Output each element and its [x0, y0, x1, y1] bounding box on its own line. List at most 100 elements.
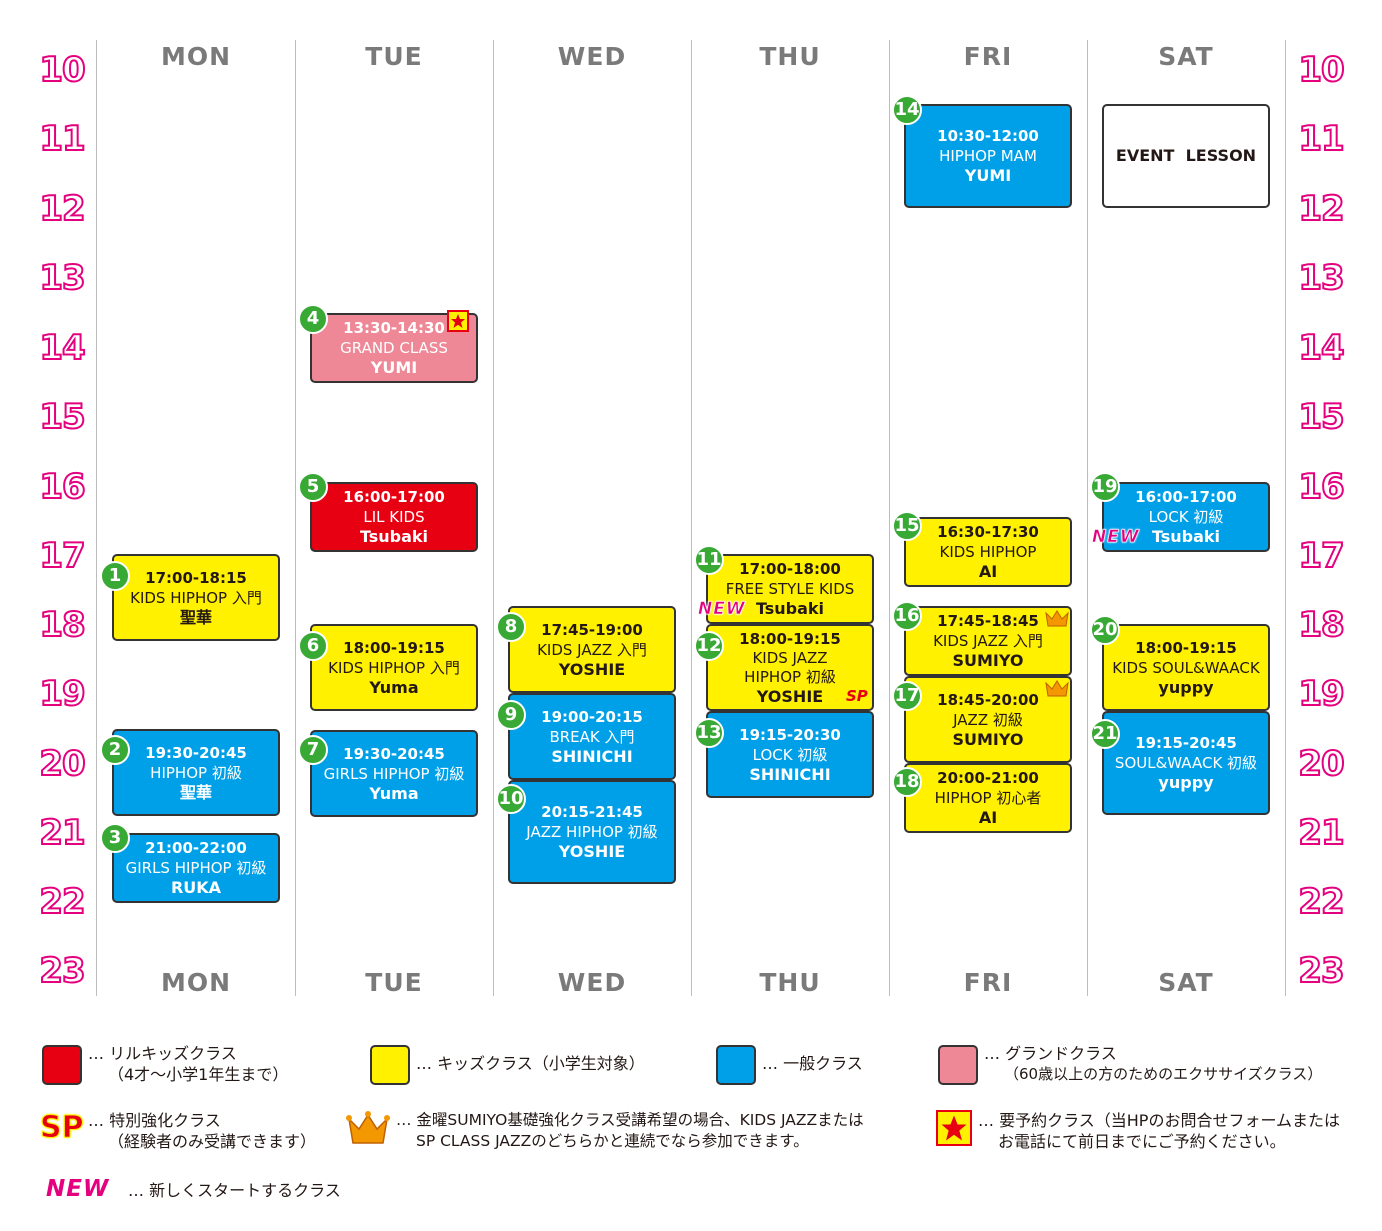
legend-line: … 特別強化クラス	[88, 1111, 221, 1130]
day-footer-thu: THU	[759, 968, 821, 997]
class-number-badge: 10	[496, 784, 526, 814]
sp-badge: SP	[846, 687, 868, 705]
legend-swatch-blue	[716, 1045, 756, 1085]
class-number-badge: 19	[1090, 472, 1120, 502]
class-name: KIDS HIPHOP	[939, 543, 1037, 561]
column-divider	[691, 40, 692, 996]
class-number-badge: 6	[298, 631, 328, 661]
legend-general: … 一般クラス	[762, 1053, 863, 1074]
class-name: GIRLS HIPHOP 初級	[323, 764, 465, 783]
class-instructor: SHINICHI	[749, 764, 831, 784]
class-name: KIDS HIPHOP 入門	[130, 588, 262, 607]
legend-swatch-red	[42, 1045, 82, 1085]
class-number-badge: 11	[694, 545, 724, 575]
legend-line: … リルキッズクラス	[88, 1044, 237, 1063]
hour-label: 11	[1297, 118, 1345, 160]
class-block-18[interactable]: 20:00-21:00 HIPHOP 初心者 AI	[904, 763, 1072, 833]
class-instructor: Yuma	[369, 677, 419, 697]
class-name: GIRLS HIPHOP 初級	[125, 859, 267, 877]
hour-label: 23	[1297, 950, 1345, 992]
class-block-10[interactable]: 20:15-21:45 JAZZ HIPHOP 初級 YOSHIE	[508, 780, 676, 884]
class-instructor: yuppy	[1158, 677, 1214, 697]
class-block-16[interactable]: 17:45-18:45 KIDS JAZZ 入門 SUMIYO	[904, 606, 1072, 676]
class-time: 17:45-19:00	[541, 620, 643, 639]
class-block-6[interactable]: 18:00-19:15 KIDS HIPHOP 入門 Yuma	[310, 624, 478, 711]
class-number-badge: 15	[892, 511, 922, 541]
event-lesson-block[interactable]: EVENT LESSON	[1102, 104, 1270, 208]
class-time: 16:00-17:00	[1135, 488, 1237, 506]
class-instructor: yuppy	[1158, 773, 1214, 792]
class-block-21[interactable]: 19:15-20:45 SOUL&WAACK 初級 yuppy	[1102, 711, 1270, 815]
class-block-2[interactable]: 19:30-20:45 HIPHOP 初級 聖華	[112, 729, 280, 816]
class-number-badge: 8	[496, 612, 526, 642]
class-time: 19:15-20:30	[739, 725, 841, 744]
day-header-mon: MON	[160, 42, 232, 71]
hour-label: 21	[38, 812, 86, 854]
column-divider	[889, 40, 890, 996]
hour-label: 17	[1297, 535, 1345, 577]
class-block-1[interactable]: 17:00-18:15 KIDS HIPHOP 入門 聖華	[112, 554, 280, 641]
hour-label: 16	[38, 466, 86, 508]
hour-label: 22	[38, 881, 86, 923]
class-number-badge: 4	[298, 304, 328, 334]
class-instructor: YOSHIE	[756, 686, 824, 706]
class-instructor: AI	[978, 562, 998, 581]
class-block-19[interactable]: 16:00-17:00 LOCK 初級 Tsubaki	[1102, 482, 1270, 552]
class-time: 17:45-18:45	[937, 612, 1039, 630]
class-block-14[interactable]: 10:30-12:00 HIPHOP MAM YUMI	[904, 104, 1072, 208]
class-instructor: AI	[978, 808, 998, 827]
hour-label: 11	[38, 118, 86, 160]
class-block-15[interactable]: 16:30-17:30 KIDS HIPHOP AI	[904, 517, 1072, 587]
class-block-11[interactable]: 17:00-18:00 FREE STYLE KIDS Tsubaki	[706, 554, 874, 624]
class-time: 17:00-18:15	[145, 568, 247, 587]
class-name: HIPHOP 初級	[150, 763, 242, 782]
day-footer-mon: MON	[160, 968, 232, 997]
legend-reserve: … 要予約クラス（当HPのお問合せフォームまたは お電話にて前日までにご予約くだ…	[978, 1110, 1340, 1152]
class-number-badge: 12	[694, 631, 724, 661]
day-footer-sat: SAT	[1158, 968, 1214, 997]
class-block-12[interactable]: 18:00-19:15 KIDS JAZZ HIPHOP 初級 YOSHIE	[706, 624, 874, 711]
class-block-17[interactable]: 18:45-20:00 JAZZ 初級 SUMIYO	[904, 676, 1072, 763]
class-time: 19:00-20:15	[541, 707, 643, 726]
class-instructor: Tsubaki	[1151, 527, 1221, 546]
class-block-7[interactable]: 19:30-20:45 GIRLS HIPHOP 初級 Yuma	[310, 730, 478, 817]
class-time: 18:00-19:15	[739, 629, 841, 648]
class-name: FREE STYLE KIDS	[725, 580, 855, 598]
class-block-9[interactable]: 19:00-20:15 BREAK 入門 SHINICHI	[508, 693, 676, 780]
class-time: 19:30-20:45	[145, 743, 247, 762]
legend-new: … 新しくスタートするクラス	[128, 1180, 341, 1201]
class-block-8[interactable]: 17:45-19:00 KIDS JAZZ 入門 YOSHIE	[508, 606, 676, 693]
hour-label: 16	[1297, 466, 1345, 508]
class-name: SOUL&WAACK 初級	[1114, 754, 1258, 772]
legend-reserve-icon	[936, 1110, 972, 1146]
class-instructor: Tsubaki	[755, 599, 825, 618]
class-number-badge: 17	[892, 681, 922, 711]
legend-line: （経験者のみ受講できます）	[108, 1132, 317, 1151]
hour-label: 15	[38, 396, 86, 438]
class-block-20[interactable]: 18:00-19:15 KIDS SOUL&WAACK yuppy	[1102, 624, 1270, 711]
column-divider	[96, 40, 97, 996]
hour-label: 15	[1297, 396, 1345, 438]
hour-label: 12	[38, 188, 86, 230]
legend-crown-icon	[346, 1111, 390, 1144]
class-number-badge: 14	[892, 95, 922, 125]
legend-crown: … 金曜SUMIYO基礎強化クラス受講希望の場合、KIDS JAZZまたは SP…	[396, 1110, 864, 1152]
hour-label: 13	[1297, 257, 1345, 299]
class-block-5[interactable]: 16:00-17:00 LIL KIDS Tsubaki	[310, 482, 478, 552]
class-name: KIDS SOUL&WAACK	[1112, 658, 1260, 677]
class-time: 19:15-20:45	[1135, 734, 1237, 752]
class-time: 20:15-21:45	[541, 803, 643, 821]
class-block-3[interactable]: 21:00-22:00 GIRLS HIPHOP 初級 RUKA	[112, 833, 280, 903]
day-footer-fri: FRI	[963, 968, 1013, 997]
class-number-badge: 20	[1090, 615, 1120, 645]
crown-icon	[1045, 610, 1069, 627]
class-block-13[interactable]: 19:15-20:30 LOCK 初級 SHINICHI	[706, 711, 874, 798]
class-instructor: Yuma	[369, 783, 419, 803]
hour-label: 12	[1297, 188, 1345, 230]
legend-line: （4才〜小学1年生まで）	[108, 1065, 289, 1084]
class-time: 18:00-19:15	[343, 638, 445, 657]
class-instructor: SUMIYO	[952, 651, 1024, 670]
day-header-thu: THU	[759, 42, 821, 71]
class-name: LOCK 初級	[752, 745, 828, 764]
class-name: KIDS JAZZ 入門	[933, 632, 1043, 650]
